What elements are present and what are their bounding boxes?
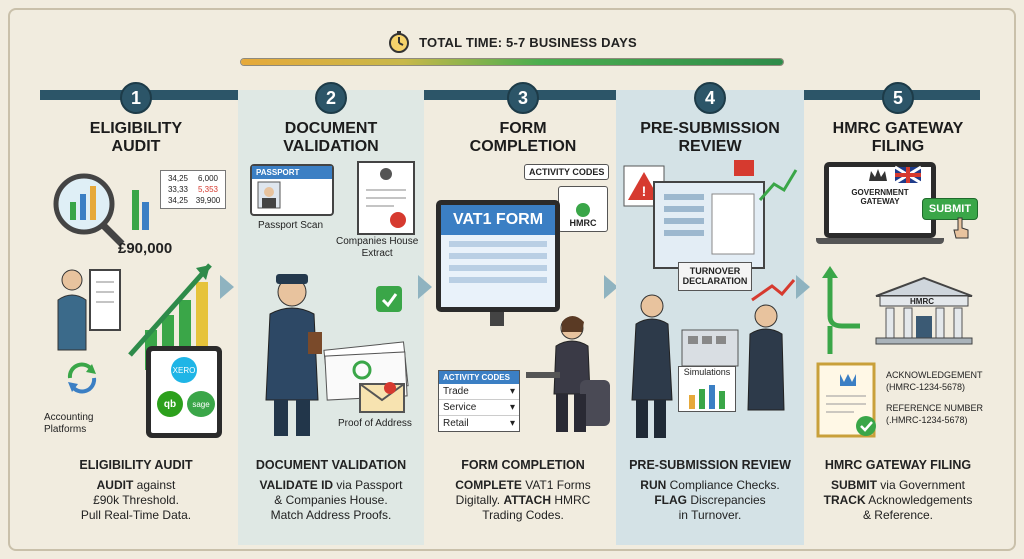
monitor: VAT1 FORM (436, 200, 560, 312)
outer-frame (8, 8, 1016, 551)
step-caption: HMRC GATEWAY FILING SUBMIT via Governmen… (823, 458, 973, 522)
step-document-validation: 2 DOCUMENT VALIDATION PASSPORT Passport … (238, 82, 424, 545)
step-number-1: 1 (120, 82, 152, 114)
timeline-progress-fill (241, 59, 783, 65)
timeline-progress-bar (240, 58, 784, 66)
monitor-stand (490, 312, 504, 326)
step-caption: DOCUMENT VALIDATION VALIDATE ID via Pass… (255, 458, 407, 522)
activity-code-option[interactable]: Service▾ (439, 400, 519, 416)
step-hmrc-gateway-filing: 5 HMRC GATEWAY FILING GOVERNMENT GATEWAY… (812, 82, 984, 545)
step-caption: PRE-SUBMISSION REVIEW RUN Compliance Che… (629, 458, 791, 522)
step-title: PRE-SUBMISSION REVIEW (640, 120, 780, 156)
xero-app-icon[interactable]: XERO (171, 357, 197, 383)
turnover-declaration-panel: TURNOVER DECLARATION (678, 262, 752, 291)
union-flag-icon (894, 165, 922, 185)
companies-house-label: Companies House Extract (336, 236, 419, 259)
review-dashboard: ! (623, 160, 798, 269)
companies-house-document (357, 161, 415, 235)
passport-card: PASSPORT (250, 164, 334, 216)
activity-code-option[interactable]: Retail▾ (443, 418, 515, 429)
step-title: FORM COMPLETION (469, 120, 577, 156)
routing-arrows-icon (822, 266, 860, 354)
header: TOTAL TIME: 5-7 BUSINESS DAYS (0, 28, 1024, 56)
stopwatch-icon (389, 31, 410, 53)
crest-icon (576, 203, 590, 217)
step-number-5: 5 (882, 82, 914, 114)
acknowledgement-block: ACKNOWLEDGEMENT (HMRC-1234-5678) REFEREN… (886, 370, 984, 426)
activity-codes-tag: ACTIVITY CODES (524, 164, 610, 180)
submit-button[interactable]: SUBMIT (922, 198, 978, 220)
step-number-3: 3 (507, 82, 539, 114)
step-number-4: 4 (694, 82, 726, 114)
building-label: HMRC (910, 297, 934, 306)
proof-of-address-label: Proof of Address (338, 418, 412, 429)
bar-chart-icon (689, 385, 725, 409)
vat1-form-screen: VAT1 FORM (441, 205, 555, 307)
accounting-tablet: XERO qb sage (146, 346, 222, 438)
data-table: 34,25 6,000 33,33 5,353 34,25 39,900 (160, 170, 226, 209)
gateway-screen: GOVERNMENT GATEWAY (829, 165, 931, 233)
certificate-icon (816, 362, 876, 438)
chevron-right-icon (418, 275, 432, 299)
passport-scan-label: Passport Scan (258, 220, 324, 231)
step-title: HMRC GATEWAY FILING (832, 120, 964, 156)
step-title: DOCUMENT VALIDATION (283, 120, 379, 156)
crown-icon (869, 169, 887, 181)
chevron-down-icon: ▾ (509, 386, 515, 397)
step-number-2: 2 (315, 82, 347, 114)
laptop-base (816, 238, 944, 244)
step-pre-submission-review: 4 PRE-SUBMISSION REVIEW ! TURNOVER DECLA… (616, 82, 804, 545)
activity-code-option[interactable]: Trade▾ (439, 384, 519, 400)
envelope-icon (359, 382, 405, 413)
quickbooks-app-icon[interactable]: qb (157, 391, 183, 417)
hmrc-building-icon (875, 276, 973, 345)
activity-codes-panel: ACTIVITY CODES Trade▾ Service▾ Retail▾ (438, 370, 520, 432)
hmrc-badge: HMRC (558, 186, 608, 232)
chevron-right-icon (220, 275, 234, 299)
officer-stamping-documents (265, 274, 409, 436)
chevron-down-icon: ▾ (509, 402, 515, 413)
step-caption: ELIGIBILITY AUDIT AUDIT against £90k Thr… (79, 458, 193, 522)
step-eligibility-audit: 1 ELIGIBILITY AUDIT 34,25 6,000 33,33 5,… (40, 82, 232, 545)
chevron-right-icon (796, 275, 810, 299)
person-at-desk (526, 316, 610, 432)
passport-photo-icon (257, 181, 281, 209)
chevron-right-icon (604, 275, 618, 299)
laptop: GOVERNMENT GATEWAY (824, 162, 936, 238)
vat1-form-title: VAT1 FORM (441, 205, 555, 235)
reviewers-people (631, 279, 796, 438)
sage-app-icon[interactable]: sage (187, 391, 215, 417)
chevron-down-icon: ▾ (509, 418, 515, 429)
threshold-amount: £90,000 (118, 240, 173, 257)
sync-icon (67, 362, 97, 394)
svg-text:!: ! (642, 183, 647, 199)
step-form-completion: 3 FORM COMPLETION ACTIVITY CODES HMRC VA… (430, 82, 616, 545)
step-title: ELIGIBILITY AUDIT (89, 120, 183, 156)
total-time-label: TOTAL TIME: 5-7 BUSINESS DAYS (419, 34, 637, 50)
simulations-panel: Simulations (678, 366, 736, 412)
magnifier-chart-icon (53, 173, 149, 247)
step-caption: FORM COMPLETION COMPLETE VAT1 Forms Digi… (455, 458, 591, 522)
platforms-label: Accounting Platforms (44, 412, 94, 435)
pointer-hand-icon (953, 217, 969, 239)
